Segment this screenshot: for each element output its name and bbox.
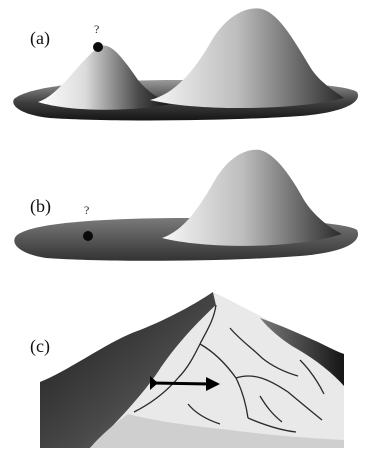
panel-a: (a) ? — [13, 8, 358, 120]
panel-b: (b) ? — [14, 150, 358, 261]
panel-a-label: (a) — [30, 28, 50, 49]
panel-b-question-mark: ? — [84, 203, 89, 217]
panel-b-ball — [83, 231, 93, 241]
panel-c-label: (c) — [30, 336, 50, 357]
panel-b-big-hill — [162, 150, 342, 246]
panel-a-ball — [93, 42, 103, 52]
panel-a-question-mark: ? — [94, 22, 99, 36]
panel-c: (c) — [30, 292, 344, 448]
panel-b-label: (b) — [30, 196, 51, 217]
panel-a-big-hill — [150, 8, 344, 108]
